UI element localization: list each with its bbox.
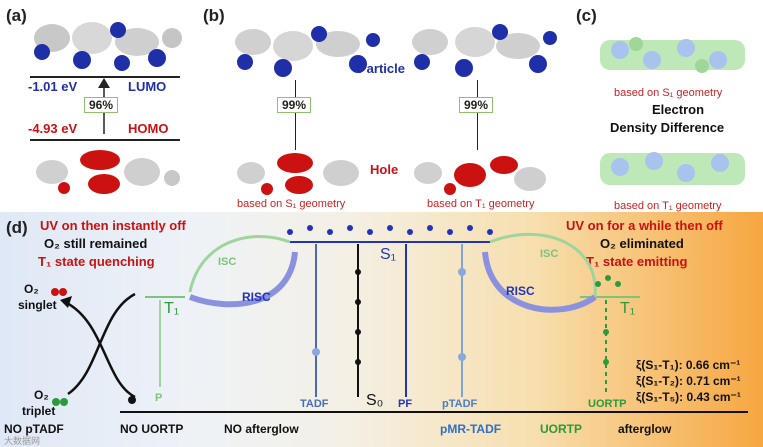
hole-s1-image: [223, 145, 383, 200]
connector-left-b: [295, 80, 296, 150]
connector-right-b: [477, 80, 478, 150]
bottom-no-afterglow: NO afterglow: [224, 422, 299, 436]
lumo-energy: -1.01 eV: [28, 79, 77, 94]
edd-title-line1: Electron: [652, 102, 704, 117]
percent-left-b: 99%: [277, 97, 311, 113]
homo-label: HOMO: [128, 121, 168, 136]
panel-b: (b) Particle 99% 99% Hole based on S₁ ge…: [195, 0, 575, 210]
particle-label: Particle: [358, 61, 405, 76]
watermark: 大数据网: [4, 434, 40, 447]
edd-t1-image: [590, 137, 755, 202]
panel-d: (d) UV on then instantly off O₂ still re…: [0, 212, 763, 447]
ptadf-label: pTADF: [442, 398, 477, 410]
risc-left-label: RISC: [242, 290, 271, 304]
caption-t1-c: based on T₁ geometry: [614, 200, 721, 212]
soc-3: ξ(S₁-T₅): 0.43 cm⁻¹: [636, 390, 741, 404]
caption-t1-b: based on T₁ geometry: [427, 198, 534, 210]
tadf-label: TADF: [300, 398, 329, 410]
lumo-orbital-image: [22, 8, 192, 73]
edd-s1-image: [590, 22, 755, 87]
panel-c: (c) based on S₁ geometry Electron Densit…: [570, 0, 763, 210]
caption-s1-b: based on S₁ geometry: [237, 198, 345, 210]
hole-t1-image: [400, 145, 560, 200]
edd-title-line2: Density Difference: [610, 120, 724, 135]
particle-t1-image: [400, 12, 560, 82]
caption-s1-c: based on S₁ geometry: [614, 87, 722, 99]
t1-left-label: T₁: [164, 300, 179, 318]
isc-left-label: ISC: [218, 256, 236, 268]
soc-1: ξ(S₁-T₁): 0.66 cm⁻¹: [636, 358, 740, 372]
panel-b-label: (b): [203, 6, 225, 26]
panel-a: (a) -1.01 eV LUMO 96% -4.93 eV HOMO: [0, 0, 190, 205]
homo-energy: -4.93 eV: [28, 121, 77, 136]
bottom-afterglow: afterglow: [618, 422, 671, 436]
transition-percent-a: 96%: [84, 97, 118, 113]
uortp-arrow-label: UORTP: [588, 398, 627, 410]
t1-right-label: T₁: [620, 300, 635, 318]
homo-line: [30, 139, 180, 141]
soc-2: ξ(S₁-T₂): 0.71 cm⁻¹: [636, 374, 741, 388]
bottom-uortp: UORTP: [540, 422, 582, 436]
lumo-label: LUMO: [128, 79, 166, 94]
homo-orbital-image: [22, 142, 192, 202]
s1-label: S₁: [380, 246, 396, 264]
bottom-pmr-tadf: pMR-TADF: [440, 422, 501, 436]
isc-right-label: ISC: [540, 248, 558, 260]
pf-label: PF: [398, 398, 412, 410]
percent-right-b: 99%: [459, 97, 493, 113]
s0-label: S₀: [366, 392, 383, 410]
risc-right-label: RISC: [506, 284, 535, 298]
p-label: P: [155, 392, 162, 404]
bottom-no-uortp: NO UORTP: [120, 422, 183, 436]
